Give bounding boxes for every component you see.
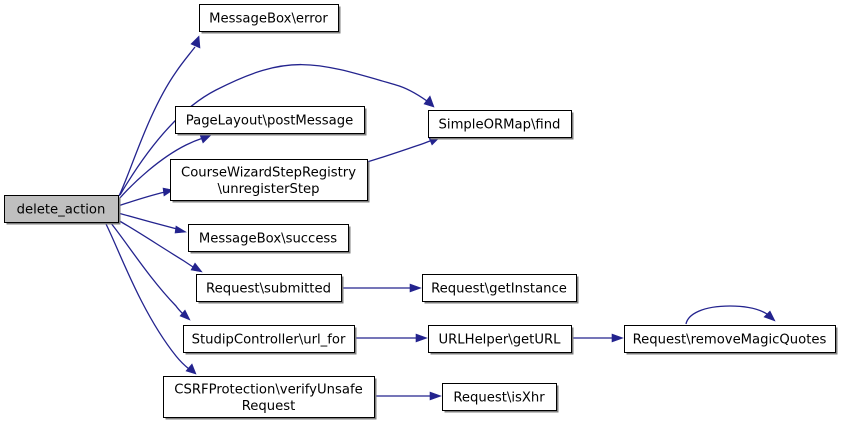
node-label: PageLayout\postMessage: [186, 114, 353, 129]
node-rect[interactable]: [175, 106, 365, 134]
node-rect[interactable]: [188, 224, 349, 252]
node-rect[interactable]: [183, 325, 355, 353]
call-edge: [119, 63, 435, 196]
call-edge: [685, 305, 776, 325]
arrowhead-icon: [190, 262, 203, 273]
call-edge: [109, 221, 191, 321]
edge-line: [115, 218, 194, 268]
node-rect[interactable]: [4, 195, 119, 223]
graph-node-messagebox-success[interactable]: MessageBox\success: [188, 224, 351, 254]
graph-node-studipcontroller-url-for[interactable]: StudipController\url_for: [183, 325, 357, 355]
arrowhead-icon: [429, 391, 442, 401]
node-rect[interactable]: [199, 4, 339, 32]
arrowhead-icon: [179, 309, 191, 321]
node-label: CourseWizardStepRegistry: [181, 165, 356, 180]
edge-line: [104, 221, 190, 370]
edge-line: [685, 305, 768, 325]
edges-layer: [104, 35, 776, 401]
graph-node-pagelayout-postmessage[interactable]: PageLayout\postMessage: [175, 106, 367, 136]
node-rect[interactable]: [163, 376, 375, 418]
call-edge: [366, 136, 441, 163]
edge-line: [118, 137, 204, 200]
edge-line: [118, 46, 196, 197]
arrowhead-icon: [185, 363, 197, 375]
arrowhead-icon: [409, 283, 422, 293]
call-edge: [341, 283, 422, 293]
node-label: SimpleORMap\find: [439, 118, 561, 133]
node-label: Request: [242, 399, 296, 414]
edge-line: [109, 221, 184, 315]
node-rect[interactable]: [624, 325, 836, 353]
node-label: Request\isXhr: [453, 391, 545, 406]
arrowhead-icon: [415, 333, 428, 343]
node-rect[interactable]: [428, 110, 572, 138]
node-label: MessageBox\error: [209, 12, 328, 27]
graph-node-request-isxhr[interactable]: Request\isXhr: [442, 383, 559, 413]
call-edge: [374, 391, 442, 401]
node-label: StudipController\url_for: [192, 333, 346, 348]
node-label: \unregisterStep: [217, 182, 319, 197]
arrowhead-icon: [199, 134, 212, 144]
graph-node-request-getinstance[interactable]: Request\getInstance: [422, 274, 579, 304]
graph-node-delete-action[interactable]: delete_action: [4, 195, 121, 225]
edge-line: [366, 140, 431, 163]
call-edge: [115, 218, 203, 273]
arrowhead-icon: [174, 225, 187, 234]
node-rect[interactable]: [428, 325, 572, 353]
call-edge: [117, 212, 187, 234]
call-edge: [104, 221, 197, 375]
graph-node-urlhelper-geturl[interactable]: URLHelper\getURL: [428, 325, 574, 355]
node-label: Request\submitted: [206, 282, 331, 297]
arrowhead-icon: [611, 333, 624, 343]
call-edge: [354, 333, 428, 343]
node-label: URLHelper\getURL: [438, 333, 561, 348]
call-edge: [118, 35, 201, 197]
graph-node-request-removemagicquotes[interactable]: Request\removeMagicQuotes: [624, 325, 838, 355]
node-rect[interactable]: [422, 274, 577, 302]
arrowhead-icon: [763, 310, 776, 322]
node-rect[interactable]: [170, 159, 368, 201]
node-label: MessageBox\success: [199, 232, 337, 247]
arrowhead-icon: [190, 35, 201, 49]
nodes-layer: delete_action MessageBox\errorPageLayout\…: [4, 4, 838, 420]
call-edge: [571, 333, 624, 343]
graph-node-coursewizardstepregistry-unregisterstep[interactable]: CourseWizardStepRegistry \unregisterStep: [170, 159, 370, 203]
graph-node-messagebox-error[interactable]: MessageBox\error: [199, 4, 341, 34]
node-rect[interactable]: [442, 383, 557, 411]
node-label: Request\getInstance: [431, 282, 567, 297]
arrowhead-icon: [423, 95, 435, 108]
node-rect[interactable]: [196, 274, 342, 302]
edge-line: [117, 212, 178, 230]
node-label: CSRFProtection\verifyUnsafe: [174, 382, 362, 397]
edge-line: [117, 191, 166, 207]
edge-line: [119, 63, 428, 196]
graph-node-request-submitted[interactable]: Request\submitted: [196, 274, 344, 304]
node-label: Request\removeMagicQuotes: [633, 333, 827, 348]
node-label: delete_action: [17, 203, 106, 218]
graph-node-simpleormap-find[interactable]: SimpleORMap\find: [428, 110, 574, 140]
